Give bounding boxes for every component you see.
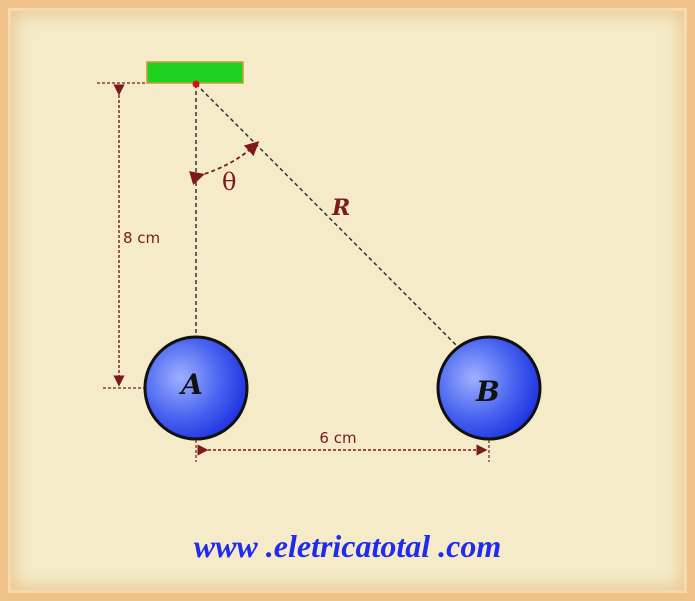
support-bar bbox=[146, 61, 244, 84]
sphere-b bbox=[436, 335, 542, 441]
angle-label: θ bbox=[222, 168, 236, 196]
sphere-b-label: B bbox=[475, 375, 500, 408]
pivot-point bbox=[192, 80, 200, 88]
distance-label: 6 cm bbox=[319, 429, 356, 447]
sphere-a bbox=[143, 335, 249, 441]
angle-arc bbox=[189, 141, 260, 185]
height-label: 8 cm bbox=[123, 229, 160, 247]
website-url: www .eletricatotal .com bbox=[193, 528, 502, 564]
string-r bbox=[195, 83, 460, 349]
string-length-label: R bbox=[331, 195, 350, 221]
sphere-a-label: A bbox=[178, 368, 203, 401]
